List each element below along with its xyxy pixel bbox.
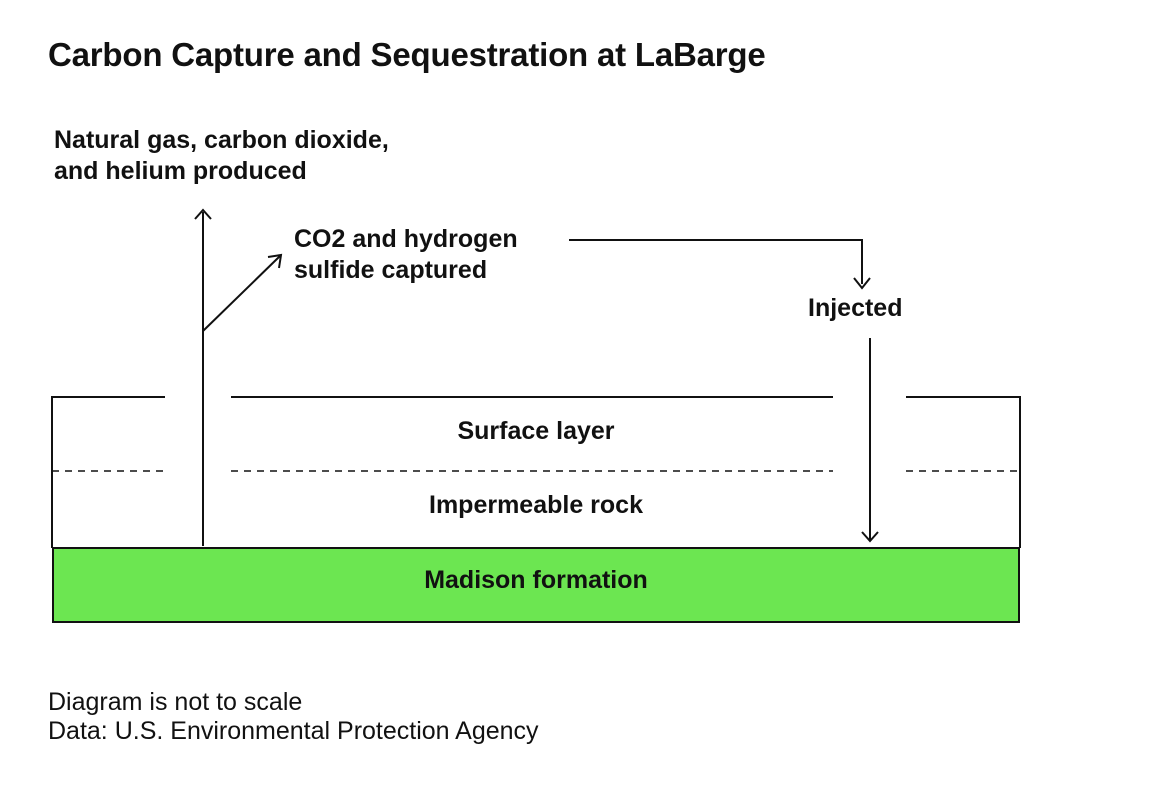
produced-label-line-1: Natural gas, carbon dioxide, [54, 126, 389, 154]
inject-top-arrowhead [853, 277, 871, 290]
captured-label-line-1: CO2 and hydrogen [294, 225, 518, 253]
surface-layer-label: Surface layer [457, 417, 615, 445]
scale-note: Diagram is not to scale [48, 688, 303, 716]
capture-arrowhead [267, 253, 283, 269]
captured-label-line-2: sulfide captured [294, 256, 488, 284]
impermeable-rock-label: Impermeable rock [429, 491, 643, 519]
capture-to-inject-connector [569, 239, 863, 284]
produced-label: Natural gas, carbon dioxide, and helium … [54, 125, 389, 187]
captured-label: CO2 and hydrogen sulfide captured [294, 224, 518, 286]
production-arrowhead [194, 208, 212, 220]
capture-arrow-line [202, 255, 281, 332]
injected-label: Injected [808, 294, 903, 322]
data-source: Data: U.S. Environmental Protection Agen… [48, 717, 539, 745]
footer: Diagram is not to scale Data: U.S. Envir… [48, 688, 539, 746]
injection-arrowhead [861, 531, 879, 543]
surface-outline-right [906, 396, 1021, 548]
produced-label-line-2: and helium produced [54, 157, 307, 185]
madison-formation-layer [52, 547, 1020, 623]
surface-outline-left [51, 396, 165, 548]
diagram-title: Carbon Capture and Sequestration at LaBa… [48, 36, 766, 73]
madison-formation-label: Madison formation [424, 566, 648, 594]
